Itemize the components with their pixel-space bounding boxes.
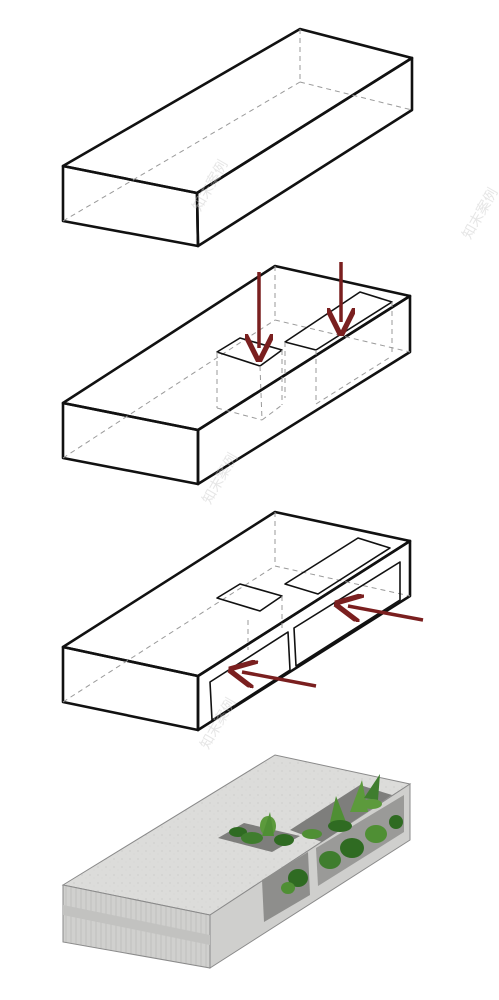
side-void-right bbox=[293, 561, 401, 667]
hidden-edges bbox=[62, 512, 411, 703]
step-1-solid-block bbox=[61, 27, 414, 248]
foliage-courtyard-2 bbox=[302, 774, 382, 839]
hidden-edges bbox=[62, 266, 411, 459]
block-front-face bbox=[61, 645, 200, 732]
block-front-face bbox=[61, 401, 200, 486]
step-4-planted-final-massing bbox=[61, 754, 412, 969]
courtyard-opening-1 bbox=[216, 337, 283, 367]
arrow-left-1 bbox=[348, 606, 424, 620]
watermark: 知末案例 bbox=[189, 157, 232, 214]
subtracted-volumes bbox=[247, 596, 283, 650]
watermark: 知末案例 bbox=[197, 695, 240, 752]
courtyard-opening-1 bbox=[216, 583, 283, 612]
courtyard-opening-2 bbox=[284, 537, 391, 595]
side-void-left bbox=[209, 631, 291, 721]
block-front-face bbox=[61, 164, 200, 248]
hidden-edges bbox=[62, 29, 413, 222]
watermark: 知末案例 bbox=[459, 185, 499, 242]
lower-slab bbox=[63, 905, 210, 945]
step-3-lateral-void-carving bbox=[61, 510, 424, 732]
foliage-side-voids bbox=[281, 815, 403, 894]
foliage-courtyard-1 bbox=[229, 812, 294, 846]
arrow-left-2 bbox=[242, 672, 317, 686]
block-side-face bbox=[195, 56, 414, 248]
subtracted-volumes bbox=[216, 302, 393, 421]
step-2-courtyard-subtraction bbox=[61, 262, 412, 486]
